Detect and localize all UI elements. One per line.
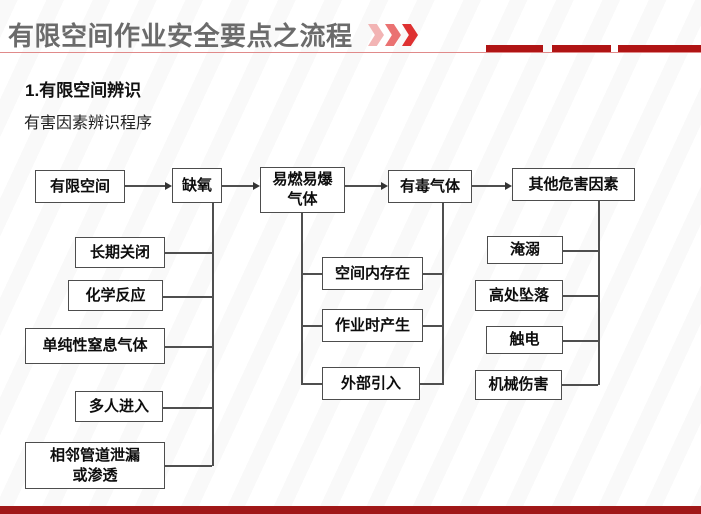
header-dash-decoration <box>618 45 701 52</box>
chevron-right-icon <box>385 24 401 46</box>
section-heading: 1.有限空间辨识 <box>25 81 142 100</box>
flow-box-mechanical-injury: 机械伤害 <box>475 370 562 400</box>
connector-line <box>163 407 212 409</box>
connector-line <box>563 340 598 342</box>
connector-line <box>563 250 598 252</box>
flow-box-multiple-entry: 多人进入 <box>75 391 163 422</box>
arrow-right-icon <box>253 182 260 190</box>
connector-trunk-other <box>598 201 600 385</box>
section-subheading: 有害因素辨识程序 <box>24 115 153 132</box>
arrow-right-icon <box>165 182 172 190</box>
flow-box-flammable-gas: 易燃易爆 气体 <box>260 167 345 213</box>
flow-box-long-closed: 长期关闭 <box>75 237 165 268</box>
flow-box-simple-asphyxiant-gas: 单纯性窒息气体 <box>25 328 165 364</box>
connector-line <box>563 295 598 297</box>
arrow-line <box>222 185 255 187</box>
arrow-line <box>125 185 167 187</box>
connector-line <box>301 383 322 385</box>
connector-line <box>163 296 212 298</box>
flow-box-oxygen-deficiency: 缺氧 <box>172 168 222 203</box>
header-dash-decoration <box>486 45 543 52</box>
arrow-right-icon <box>505 182 512 190</box>
flow-box-chemical-reaction: 化学反应 <box>68 280 163 311</box>
connector-line <box>301 325 322 327</box>
flow-box-adjacent-pipe-leak: 相邻管道泄漏 或渗透 <box>25 442 165 489</box>
connector-line <box>562 384 598 386</box>
connector-line <box>301 273 322 275</box>
chevron-right-icon <box>402 24 418 46</box>
arrow-right-icon <box>381 182 388 190</box>
flow-box-fall-from-height: 高处坠落 <box>475 280 563 311</box>
flow-box-toxic-gas: 有毒气体 <box>388 170 472 203</box>
header-dash-decoration <box>552 45 611 52</box>
connector-trunk-oxygen <box>212 203 214 466</box>
flow-box-produced-during-work: 作业时产生 <box>322 309 423 342</box>
flow-box-exists-in-space: 空间内存在 <box>322 257 423 290</box>
connector-line <box>420 383 442 385</box>
flow-box-electric-shock: 触电 <box>486 326 563 354</box>
connector-line <box>165 346 212 348</box>
connector-line <box>423 325 442 327</box>
connector-line <box>423 273 442 275</box>
connector-trunk-flammable <box>301 213 303 385</box>
flow-box-confined-space: 有限空间 <box>35 170 125 203</box>
triple-chevron-right-icon <box>368 24 419 46</box>
connector-trunk-toxic <box>442 203 444 385</box>
flow-box-external-introduction: 外部引入 <box>322 367 420 400</box>
flow-box-other-hazards: 其他危害因素 <box>512 168 635 201</box>
connector-line <box>165 465 212 467</box>
connector-line <box>165 252 212 254</box>
arrow-line <box>472 185 507 187</box>
chevron-right-icon <box>368 24 384 46</box>
title-underline <box>0 52 701 53</box>
arrow-line <box>345 185 383 187</box>
flow-box-drowning: 淹溺 <box>487 236 563 264</box>
bottom-red-bar <box>0 506 701 514</box>
page-title: 有限空间作业安全要点之流程 <box>8 21 353 51</box>
